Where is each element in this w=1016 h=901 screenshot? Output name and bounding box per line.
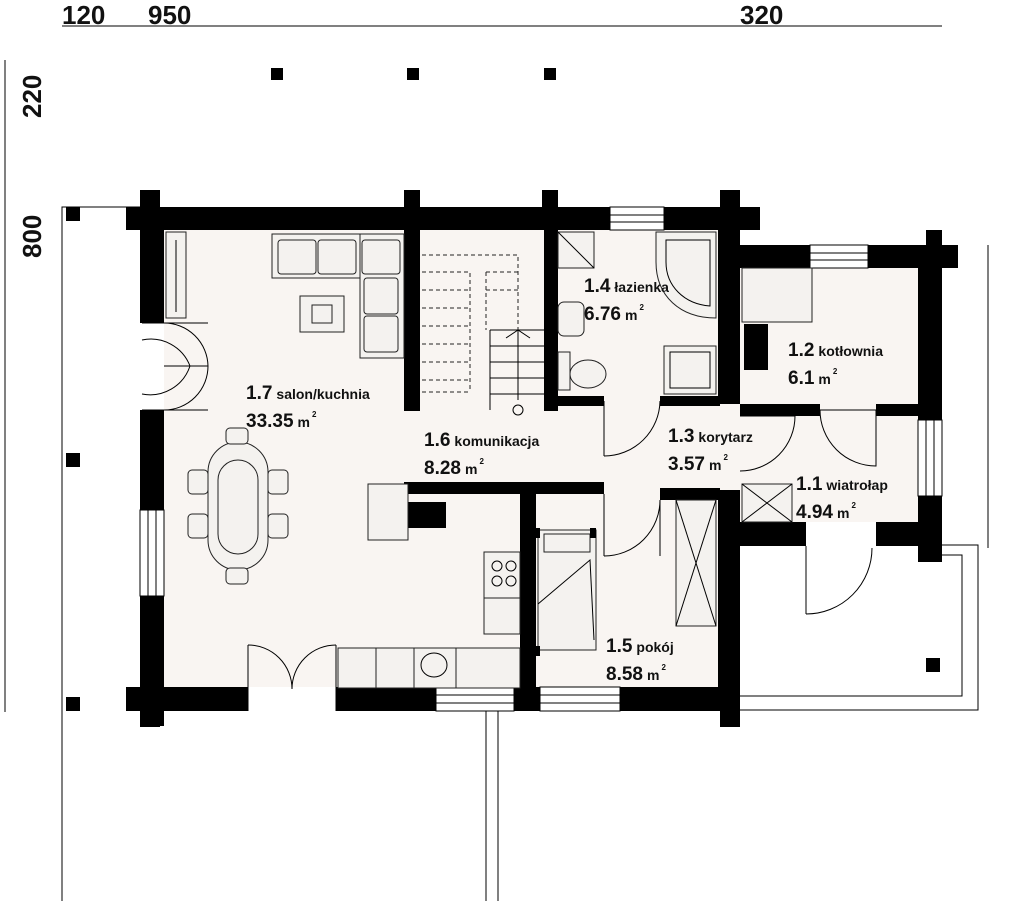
room-name: korytarz [698,429,752,445]
terrace-door-left [140,322,209,411]
room-name: łazienka [614,279,669,295]
dimension-top-right: 320 [740,0,783,30]
room-area: 33.35 [246,411,294,432]
window [917,419,943,497]
room-unit: m [465,461,477,477]
room-area: 6.1 [788,368,815,389]
doors [140,322,877,711]
dining-set [187,427,289,585]
terrace-door-bottom [247,644,337,711]
room-unit: m [298,414,310,430]
room-number: 1.5 [606,636,633,657]
room-number: 1.3 [668,426,694,447]
kitchen-units [337,483,521,689]
room-unit-exponent: 2 [639,303,644,312]
room-unit: m [647,667,659,683]
room-number: 1.7 [246,383,272,404]
room-name: wiatrołap [825,477,887,493]
room-unit: m [837,505,849,521]
sofa [271,233,405,359]
window [139,509,165,597]
bathroom-fixtures [557,231,717,395]
room-area: 8.28 [424,458,461,479]
coffee-table [299,295,345,333]
dimension-left-top: 220 [17,75,47,118]
windows [139,206,943,712]
room-name: kotłownia [818,343,883,359]
room-name: komunikacja [454,433,539,449]
room-number: 1.2 [788,340,814,361]
room-name: pokój [636,639,673,655]
room-area: 6.76 [584,304,621,325]
room-unit-exponent: 2 [312,410,317,419]
room-unit-exponent: 2 [851,501,856,510]
room-unit-exponent: 2 [479,457,484,466]
room-number: 1.6 [424,430,450,451]
pillars [66,68,940,711]
window [539,686,621,712]
room-area: 4.94 [796,502,833,523]
room-unit: m [818,371,830,387]
dimension-lines [4,25,989,712]
corridor-door [739,415,796,472]
walls [126,190,958,727]
room-unit-exponent: 2 [661,663,666,672]
room-unit-exponent: 2 [833,367,838,376]
svg-text:6.1m2: 6.1m2 [788,367,838,389]
room-name: salon/kuchnia [276,386,370,402]
staircase [422,254,544,416]
room-number: 1.4 [584,276,611,297]
room-unit: m [709,457,721,473]
entrance-door [805,522,876,615]
tv-cabinet [165,231,187,319]
dimension-top-mid: 950 [148,0,191,30]
dimension-top-left: 120 [62,0,105,30]
room-unit-exponent: 2 [723,453,728,462]
bed [534,528,597,656]
wardrobe [675,499,717,627]
window [609,206,665,231]
room-area: 8.58 [606,664,643,685]
bathroom-door [603,400,661,457]
vestibule-closet [741,483,793,523]
window [809,244,869,269]
window [435,686,515,712]
room-unit: m [625,307,637,323]
boiler-room-fixtures [741,267,813,370]
terrace-outline [61,206,979,901]
room-door [603,494,661,557]
dimension-left-mid: 800 [17,215,47,258]
room-area: 3.57 [668,454,705,475]
boiler-room-door [819,409,877,467]
room-number: 1.1 [796,474,823,495]
